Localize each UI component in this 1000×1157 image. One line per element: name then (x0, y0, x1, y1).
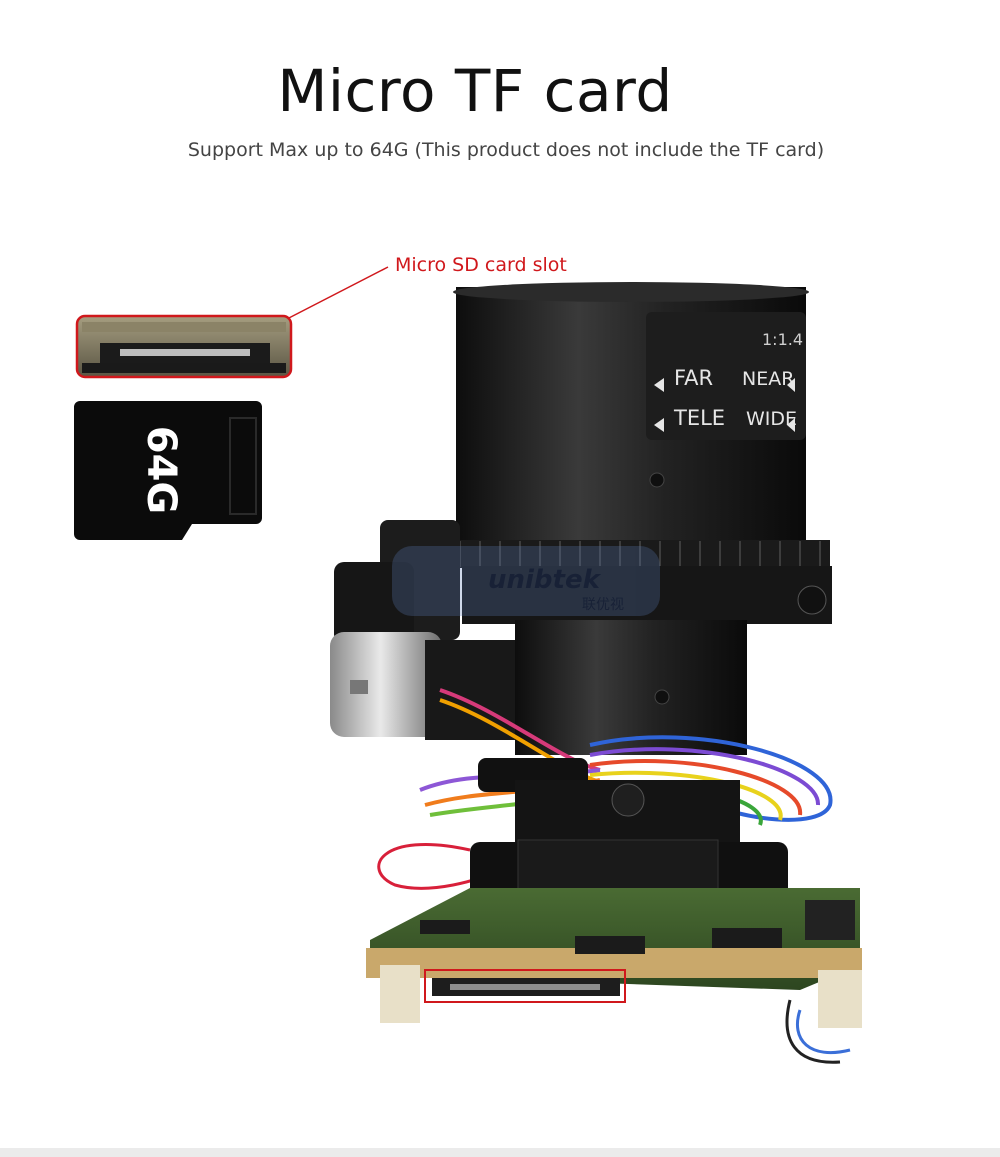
bottom-divider (0, 1148, 1000, 1157)
callout-leader-line (284, 266, 389, 321)
sd-slot-callout-label: Micro SD card slot (395, 254, 567, 276)
micro-sd-card: 64G (74, 401, 262, 540)
page-subtitle: Support Max up to 64G (This product does… (187, 139, 825, 161)
lens-tele-label: TELE (673, 406, 725, 430)
lens-near-label: NEAR (742, 368, 794, 390)
pcb-board (366, 888, 862, 1028)
lens-wide-label: WIDE (746, 408, 797, 430)
board-sd-slot (424, 969, 626, 1003)
sd-capacity-label: 64G (138, 426, 184, 515)
zoom-lens: 1:1.4 FAR NEAR TELE WIDE (432, 282, 832, 755)
lens-far-label: FAR (674, 366, 713, 390)
brand-watermark: unibtek 联优视 (392, 546, 660, 616)
slot-zoom-inset (75, 314, 293, 379)
watermark-brand: unibtek (488, 565, 602, 595)
watermark-cn: 联优视 (582, 597, 624, 613)
page-title: Micro TF card (277, 57, 673, 125)
lens-ratio-label: 1:1.4 (762, 330, 803, 349)
